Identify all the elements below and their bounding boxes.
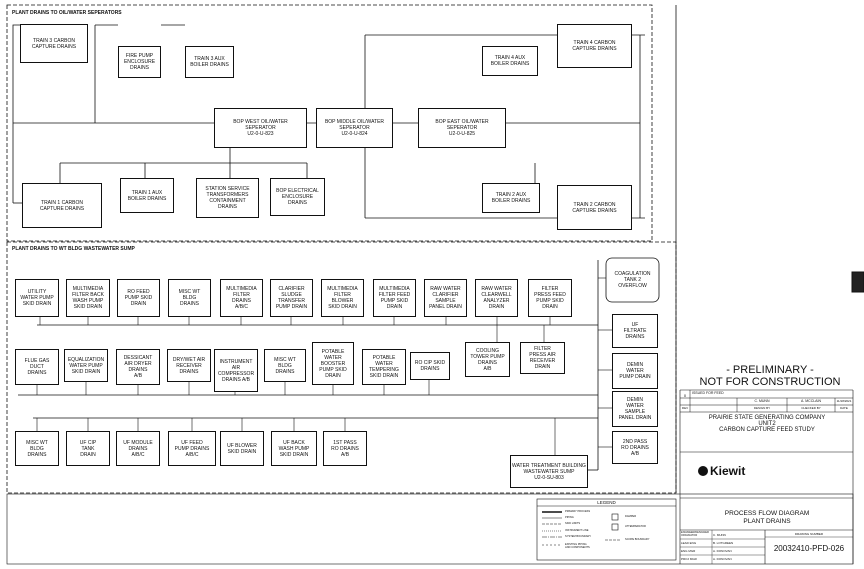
dry-wet-air-receiver-drains: DRY/WET AIR RECEIVER DRAINS [167,349,211,382]
coagulation-tank-overflow: COAGULATION TANK 2 OVERFLOW [614,271,651,289]
raw-water-clearwell-analyzer-drain: RAW WATER CLEARWELL ANALYZER DRAIN [475,279,518,317]
diagram-title: PROCESS FLOW DIAGRAM [724,510,810,517]
top-section-title: PLANT DRAINS TO OIL/WATER SEPERATORS [12,10,122,16]
equalization-water-pump-skid-drain: EQUALIZATION WATER PUMP SKID DRAIN [64,349,108,382]
uf-feed-pump-drains: UF FEED PUMP DRAINS A/B/C [168,431,216,466]
uf-module-drains: UF MODULE DRAINS A/B/C [116,431,160,466]
legend-system-boundary: SYSTEM BOUNDARY [565,535,592,538]
train3-aux-boiler-drains: TRAIN 3 AUX BOILER DRAINS [185,46,234,78]
filter-press-air-receiver-drain: FILTER PRESS AIR RECEIVER DRAIN [520,342,565,374]
wt-building-wastewater-sump: WATER TREATMENT BUILDING WASTEWATER SUMP… [510,455,588,488]
cooling-tower-pump-drains: COOLING TOWER PUMP DRAINS A/B [465,342,510,377]
diagram-subtitle: PLANT DRAINS [743,518,791,525]
train4-carbon-capture-drains: TRAIN 4 CARBON CAPTURE DRAINS [557,24,632,68]
signoff-name-4: A. DONOVAN [713,557,732,561]
legend-instrument-line: INSTRUMENT LINE [565,529,589,532]
raw-water-clarifier-sample-panel-drain: RAW WATER CLARIFIER SAMPLE PANEL DRAIN [424,279,467,317]
train4-aux-boiler-drains: TRAIN 4 AUX BOILER DRAINS [482,46,538,76]
uf-blower-skid-drain: UF BLOWER SKID DRAIN [220,431,264,466]
mmf-blower-skid-drain: MULTIMEDIA FILTER BLOWER SKID DRAIN [321,279,364,317]
rev-checker: A. MCCLAIN [800,399,822,403]
project-name: CARBON CAPTURE FEED STUDY [719,427,815,433]
drawing-number-label: DRAWING NUMBER [794,532,824,536]
company-name: PRAIRIE STATE GENERATING COMPANY [708,415,826,421]
preliminary-stamp-line2: NOT FOR CONSTRUCTION [699,376,841,388]
misc-wt-bldg-drains-3: MISC WT BLDG DRAINS [15,431,59,466]
signoff-role-1: ENGINEER/DESIGNER ORIGINATOR [681,531,709,537]
fire-pump-enclosure-drains: FIRE PUMP ENCLOSURE DRAINS [118,46,161,78]
drawing-number: 20032410-PFD-026 [773,544,845,553]
signoff-name-1: C. MUNN [713,533,726,537]
bop-west-separator: BOP WEST OIL/WATER SEPERATOR U2-0-U-823 [214,108,307,148]
instrument-air-compressor-drains: INSTRUMENT AIR COMPRESSOR DRAINS A/B [214,349,258,392]
rev-designer: C. MUNN [754,399,770,403]
demin-water-pump-drain: DEMIN WATER PUMP DRAIN [612,353,658,389]
bop-middle-separator: BOP MIDDLE OIL/WATER SEPERATOR U2-0-U-82… [316,108,393,148]
legend-attemperator: ATTEMPERATOR [625,525,646,528]
uf-backwash-pump-skid-drain: UF BACK WASH PUMP SKID DRAIN [271,431,317,466]
rev-number: 0 [683,393,687,398]
signoff-name-3: A. DONOVAN [713,549,732,553]
legend-piping: PIPING [565,516,574,519]
filter-press-feed-pump-skid-drain: FILTER PRESS FEED PUMP SKID DRAIN [528,279,572,317]
rev-description: ISSUED FOR FEED [692,391,724,395]
kiewit-logo-text: Kiewit [710,464,746,478]
first-pass-ro-drains: 1ST PASS RO DRAINS A/B [323,431,367,466]
rev-label: REV [681,406,689,410]
dessicant-air-dryer-drains: DESSICANT AIR DRYER DRAINS A/B [116,349,160,385]
flue-gas-duct-drains: FLUE GAS DUCT DRAINS [15,349,59,385]
misc-wt-bldg-drains-1: MISC WT BLDG DRAINS [168,279,211,317]
potable-water-tempering-skid-drain: POTABLE WATER TEMPERING SKID DRAIN [362,349,406,385]
uf-filtrate-drains: UF FILTRATE DRAINS [612,314,658,348]
train3-carbon-capture-drains: TRAIN 3 CARBON CAPTURE DRAINS [20,24,88,63]
clarifier-sludge-transfer-pump-drain: CLARIFIER SLUDGE TRANSFER PUMP DRAIN [270,279,313,317]
signoff-name-2: B. LOTGREEN [713,541,734,545]
rev-date: 11/18/2021 [836,399,852,403]
legend-title: LEGEND [597,500,616,505]
second-pass-ro-drains: 2ND PASS RO DRAINS A/B [612,431,658,464]
bottom-section-title: PLANT DRAINS TO WT BLDG WASTEWATER SUMP [12,246,135,252]
mmf-feed-pump-skid-drain: MULTIMEDIA FILTER FEED PUMP SKID DRAIN [373,279,416,317]
ro-cip-skid-drains: RO CIP SKID DRAINS [410,352,450,380]
preliminary-stamp-line1: - PRELIMINARY - [726,364,814,376]
train1-carbon-capture-drains: TRAIN 1 CARBON CAPTURE DRAINS [22,183,102,228]
potable-water-booster-pump-skid-drain: POTABLE WATER BOOSTER PUMP SKID DRAIN [312,342,354,385]
legend-existing-piping: EXISTING PIPING AND COMPONENTS [565,543,590,549]
legend-skid-limits: SKID LIMITS [565,522,581,525]
train1-aux-boiler-drains: TRAIN 1 AUX BOILER DRAINS [120,178,174,213]
signoff-role-3: ENG MGR [681,549,696,553]
bop-electrical-enclosure-drains: BOP ELECTRICAL ENCLOSURE DRAINS [270,178,325,216]
legend-scope-boundary: SCOPE BOUNDARY [625,538,650,541]
misc-wt-bldg-drains-2: MISC WT BLDG DRAINS [264,349,306,382]
kiewit-logo: Kiewit [698,463,760,479]
uf-cip-tank-drain: UF CIP TANK DRAIN [66,431,110,466]
checked-by-label: CHECKED BY [801,406,821,410]
mmf-backwash-pump-skid-drain: MULTIMEDIA FILTER BACK WASH PUMP SKID DR… [66,279,110,317]
signoff-role-4: PROJ MGR [681,557,697,561]
demin-water-sample-panel-drain: DEMIN WATER SAMPLE PANEL DRAIN [612,391,658,427]
mmf-drains-abc: MULTIMEDIA FILTER DRAINS A/B/C [220,279,263,317]
design-by-label: DESIGN BY [753,406,771,410]
ro-feed-pump-skid-drain: RO FEED PUMP SKID DRAIN [117,279,160,317]
unit-name: UNIT2 [758,421,776,427]
date-label: DATE [840,406,848,410]
kiewit-logo-mark-icon [698,466,708,476]
train2-carbon-capture-drains: TRAIN 2 CARBON CAPTURE DRAINS [557,185,632,230]
legend-primary-process: PRIMARY PROCESS [565,510,591,513]
utility-water-pump-skid-drain: UTILITY WATER PUMP SKID DRAIN [15,279,59,317]
bop-east-separator: BOP EAST OIL/WATER SEPERATOR U2-0-U-825 [418,108,506,148]
train2-aux-boiler-drains: TRAIN 2 AUX BOILER DRAINS [482,183,540,213]
signoff-role-2: LEAD ENG [681,541,697,545]
legend-damper: DAMPER [625,515,637,518]
station-service-transformer-drains: STATION SERVICE TRANSFORMERS CONTAINMENT… [196,178,259,218]
